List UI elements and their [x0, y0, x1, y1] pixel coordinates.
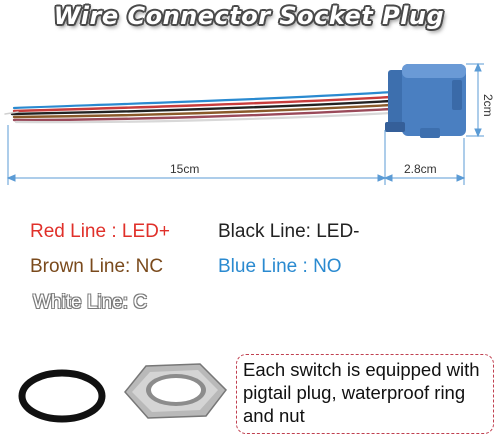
wire-bundle — [4, 90, 394, 124]
included-accessories-note: Each switch is equipped with pigtail plu… — [236, 354, 494, 434]
legend-white-line: White Line: C — [33, 292, 148, 313]
length-dimension-label: 15cm — [170, 162, 200, 176]
legend-red-line: Red Line : LED+ — [30, 221, 170, 242]
hex-nut-image — [124, 363, 227, 419]
height-dimension-label: 2cm — [481, 94, 495, 117]
product-title: Wire Connector Socket Plug — [53, 2, 445, 30]
waterproof-ring-image — [18, 369, 106, 423]
connector-plug — [385, 64, 466, 138]
legend-brown-line: Brown Line: NC — [30, 256, 164, 277]
head-length-dimension-label: 2.8cm — [404, 162, 437, 176]
legend-black-line: Black Line: LED- — [218, 221, 360, 242]
dimension-lines — [6, 62, 484, 185]
legend-blue-line: Blue Line : NO — [218, 256, 342, 277]
